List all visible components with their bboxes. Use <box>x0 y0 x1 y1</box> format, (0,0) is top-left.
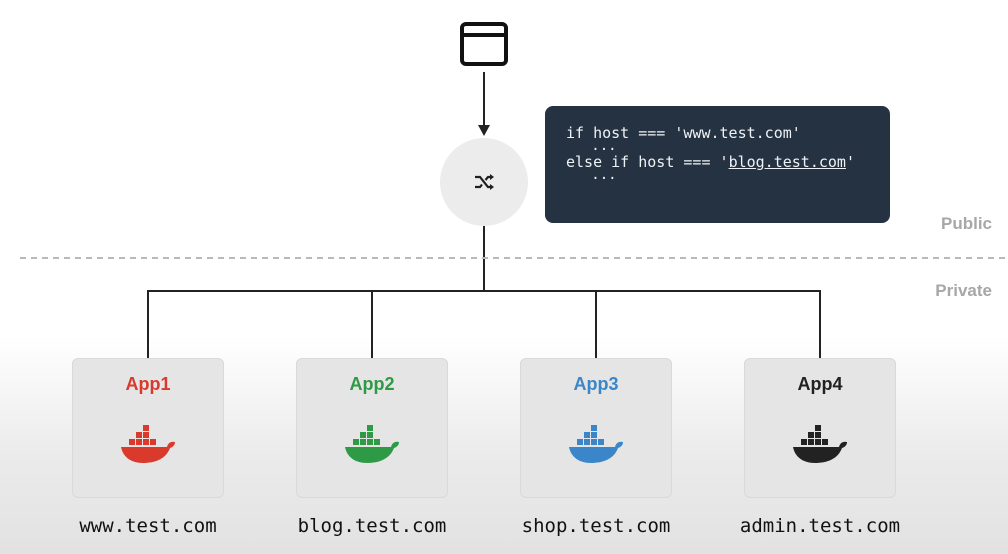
docker-whale-icon <box>793 425 847 463</box>
app-card-app4: App4 <box>744 358 896 498</box>
app-card-app2: App2 <box>296 358 448 498</box>
app-title: App1 <box>125 374 171 394</box>
app-title: App4 <box>797 374 843 394</box>
code-line-2: ... <box>591 138 617 154</box>
arrow-head <box>478 125 490 136</box>
host-label-app4: admin.test.com <box>739 515 901 537</box>
shuffle-icon <box>475 174 494 190</box>
docker-whale-icon <box>345 425 399 463</box>
code-line-3: else if host === 'blog.test.com' <box>566 153 855 171</box>
app-card-app3: App3 <box>520 358 672 498</box>
routing-code-block: if host === 'www.test.com' ... else if h… <box>545 106 890 223</box>
app-title: App2 <box>349 374 395 394</box>
host-label-app3: shop.test.com <box>521 515 671 537</box>
host-label-app1: www.test.com <box>79 515 217 537</box>
docker-whale-icon <box>121 425 175 463</box>
public-zone-label: Public <box>940 214 992 233</box>
load-balancer-router <box>440 138 528 226</box>
code-line-4: ... <box>591 167 617 183</box>
app-title: App3 <box>573 374 619 394</box>
host-label-app2: blog.test.com <box>297 515 447 537</box>
code-host-link: blog.test.com <box>728 153 846 171</box>
app-card-app1: App1 <box>72 358 224 498</box>
docker-whale-icon <box>569 425 623 463</box>
code-line-1: if host === 'www.test.com' <box>566 124 801 142</box>
private-zone-label: Private <box>935 281 992 300</box>
browser-window-icon <box>460 22 508 66</box>
